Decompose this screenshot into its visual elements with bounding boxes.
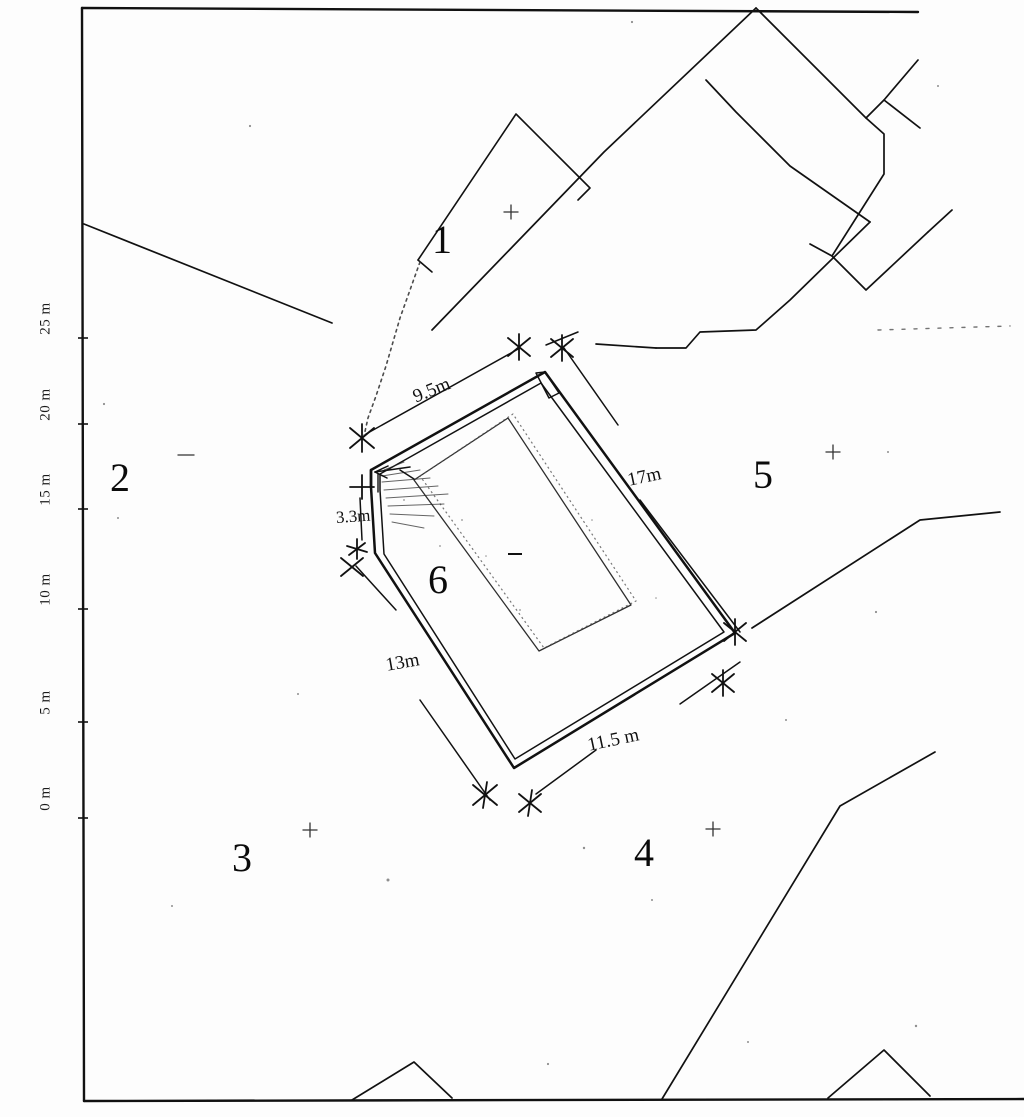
building-arrow-west [374, 465, 415, 480]
boundary-dots-east [877, 325, 1011, 331]
boundary-line-northwest [83, 223, 333, 324]
scale-tick-5m: 5 m [37, 690, 54, 715]
plot-number-3: 3 [232, 835, 252, 880]
building-inner-outline-dotted-plot-6 [419, 413, 637, 649]
boundary-peaks-south [351, 1049, 931, 1101]
scale-tick-0m: 0 m [37, 786, 54, 811]
plot-number-2: 2 [110, 455, 130, 500]
boundary-line-dotted-plot1 [363, 261, 421, 437]
boundary-line-east [751, 511, 1001, 629]
scale-tick-20m: 20 m [37, 388, 54, 421]
plot-number-6: 6 [428, 557, 448, 602]
drawing-border [80, 6, 1024, 1103]
dimension-label-west-notch: 3.3m [335, 505, 372, 527]
boundary-lines-northeast [431, 7, 953, 349]
survey-station-marks [340, 333, 747, 817]
scale-tick-25m: 25 m [37, 302, 54, 335]
building-inner-outline-plot-6 [413, 417, 632, 652]
plot-number-4: 4 [634, 830, 654, 875]
scan-speckles [102, 20, 939, 1066]
plot-number-5: 5 [753, 452, 773, 497]
building-stipple [403, 499, 657, 611]
benchmark-plus-marks [177, 204, 841, 838]
building-hatching-west [381, 461, 449, 529]
boundary-line-southeast [661, 751, 936, 1100]
scale-axis-ticks [78, 337, 88, 819]
plot-number-1: 1 [432, 217, 452, 262]
scale-tick-10m: 10 m [37, 573, 54, 606]
scale-tick-15m: 15 m [37, 473, 54, 506]
dimension-lines [355, 331, 741, 801]
